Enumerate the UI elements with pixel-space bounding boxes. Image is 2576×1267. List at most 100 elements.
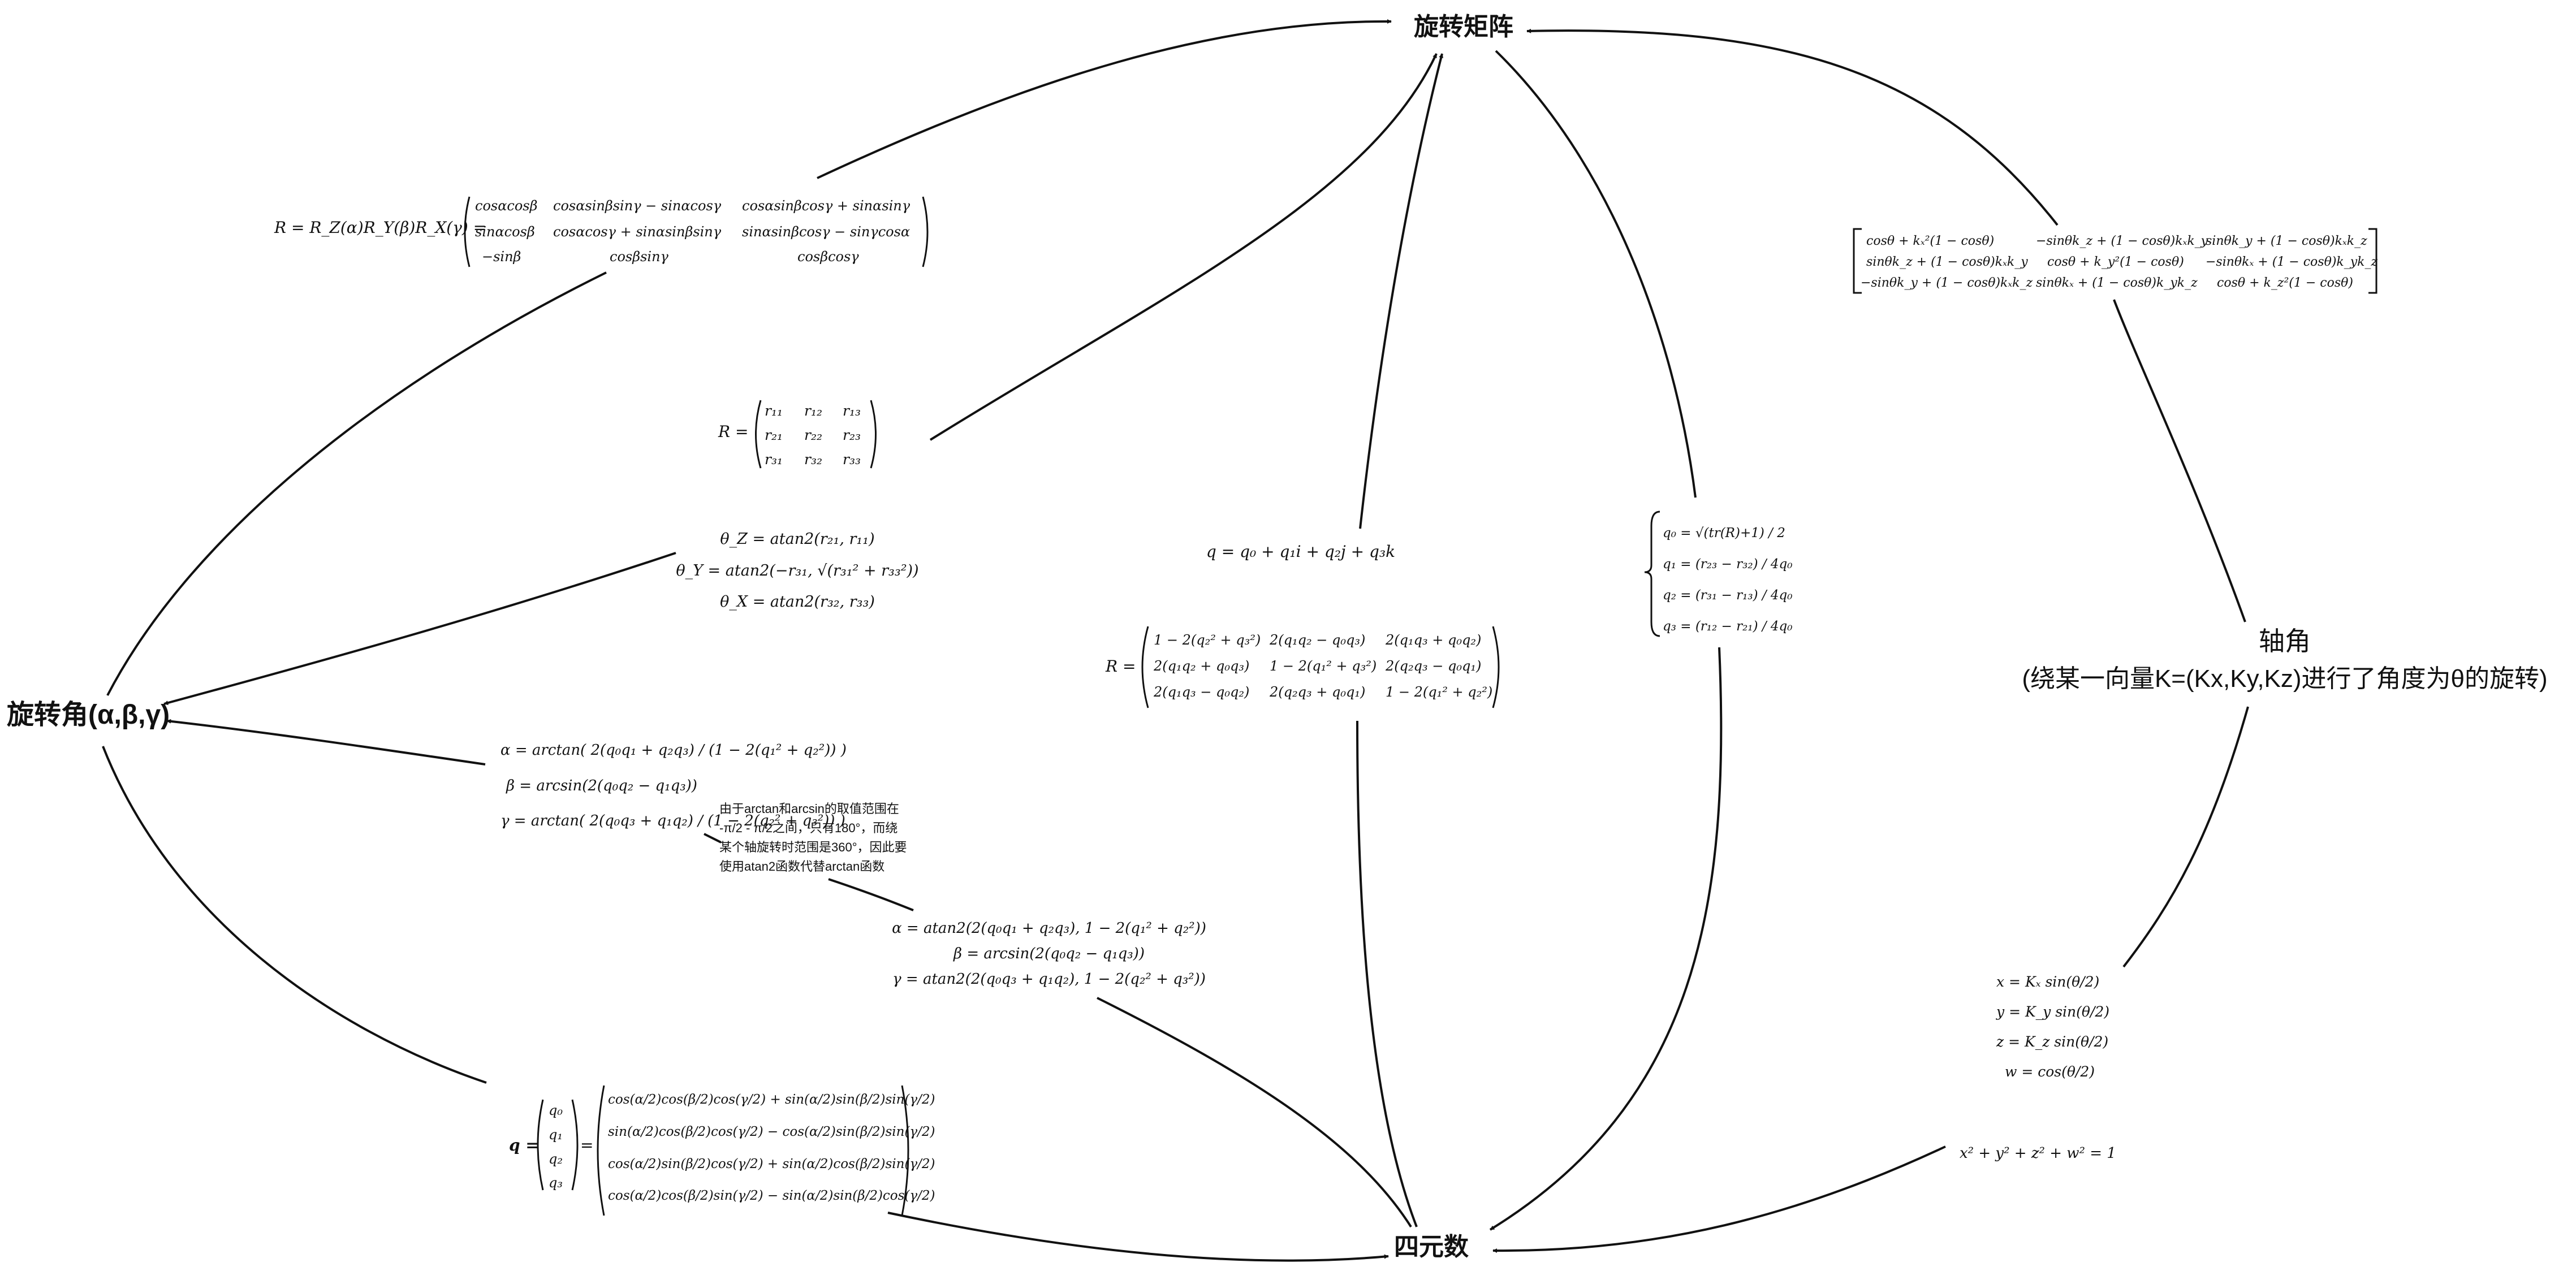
right-paren — [901, 1085, 909, 1216]
cell: −sinθk_y + (1 − cosθ)kₓk_z — [1861, 276, 2033, 290]
edge-arctan-to-note — [704, 833, 722, 844]
formula-euler-to-quat: q = q₀ q₁ q₂ q₃ = cos(α/2)cos(β/2)cos(γ/… — [509, 1085, 935, 1216]
right-paren — [571, 1099, 579, 1191]
equals-sign: = — [580, 1136, 593, 1154]
right-bracket — [2368, 228, 2377, 294]
cell: r₁₃ — [843, 403, 861, 419]
edge-quat-to-quatmatrix — [1356, 720, 1418, 1227]
row: cos(α/2)sin(β/2)cos(γ/2) + sin(α/2)cos(β… — [608, 1157, 935, 1171]
formula-line: β = arcsin(2(q₀q₂ − q₁q₃)) — [953, 945, 1145, 962]
formula-line: θ_X = atan2(r₃₂, r₃₃) — [720, 593, 875, 611]
edge-euler-formula-to-euler — [106, 271, 607, 696]
formula-axis-angle-to-quat: x = Kₓ sin(θ/2) y = K_y sin(θ/2) z = K_z… — [1996, 974, 2109, 1080]
edge-axis-to-axis-matrix — [2113, 299, 2246, 622]
note-atan2-explanation: 由于arctan和arcsin的取值范围在 -π/2 - π/2之间，只有180… — [719, 802, 907, 874]
formula-line: z = K_z sin(θ/2) — [1996, 1034, 2108, 1050]
vec-entry: q₁ — [549, 1127, 563, 1143]
formula-line: γ = atan2(2(q₀q₃ + q₁q₂), 1 − 2(q₂² + q₃… — [892, 971, 1206, 988]
right-paren — [1492, 626, 1500, 708]
edge-unit-constraint-to-quat — [1492, 1145, 1946, 1253]
cell: 2(q₂q₃ + q₀q₁) — [1269, 684, 1365, 700]
cell: 1 − 2(q₂² + q₃²) — [1154, 632, 1261, 648]
formula-line: q₁ = (r₂₃ − r₃₂) / 4q₀ — [1663, 557, 1793, 572]
cell: r₂₃ — [843, 427, 861, 443]
edge-matrix-quat-formula-to-quat — [1489, 647, 1723, 1231]
cell: sinθk_z + (1 − cosθ)kₓk_y — [1866, 255, 2028, 269]
edge-euler-to-quat-formula — [102, 746, 487, 1084]
formula-line: q₂ = (r₃₁ − r₁₃) / 4q₀ — [1663, 588, 1793, 603]
edge-axis-to-axis-quat — [2122, 706, 2249, 968]
note-line: 使用atan2函数代替arctan函数 — [719, 859, 884, 874]
formula-line: α = atan2(2(q₀q₁ + q₂q₃), 1 − 2(q₁² + q₂… — [892, 920, 1206, 937]
node-axis-angle-title: 轴角 — [2259, 626, 2311, 656]
formula-unit-constraint: x² + y² + z² + w² = 1 — [1960, 1145, 2116, 1162]
cell: r₃₁ — [765, 451, 783, 468]
note-line: 由于arctan和arcsin的取值范围在 — [719, 802, 899, 816]
edge-atan2-to-quat — [1097, 997, 1412, 1228]
cell: cosαsinβcosγ + sinαsinγ — [742, 198, 911, 214]
cell: −sinθkₓ + (1 − cosθ)k_yk_z — [2206, 255, 2378, 269]
left-bracket — [1853, 228, 1862, 294]
cell: −sinβ — [482, 249, 521, 265]
note-line: 某个轴旋转时范围是360°，因此要 — [719, 840, 907, 854]
formula-quat-to-euler-atan2: α = atan2(2(q₀q₁ + q₂q₃), 1 − 2(q₁² + q₂… — [892, 920, 1206, 988]
formula-lhs: R = R_Z(α)R_Y(β)R_X(γ) = — [274, 218, 486, 237]
edge-generic-matrix-to-matrix — [929, 53, 1438, 441]
left-paren — [755, 400, 762, 469]
formula-generic-matrix: R = r₁₁ r₁₂ r₁₃ r₂₁ r₂₂ r₂₃ r₃₁ r₃₂ r₃₃ — [718, 400, 877, 469]
node-rotation-matrix: 旋转矩阵 — [1414, 13, 1513, 41]
edge-matrix-euler-formula-to-euler — [163, 552, 676, 705]
cell: 2(q₁q₃ + q₀q₂) — [1385, 632, 1481, 648]
cell: 2(q₂q₃ − q₀q₁) — [1385, 658, 1481, 674]
formula-line: w = cos(θ/2) — [2005, 1063, 2095, 1080]
cell: 2(q₁q₂ + q₀q₃) — [1153, 658, 1249, 674]
cell: 2(q₁q₃ − q₀q₂) — [1153, 684, 1249, 700]
left-paren — [597, 1085, 605, 1216]
cell: 1 − 2(q₁² + q₃²) — [1270, 658, 1377, 674]
vec-entry: q₀ — [549, 1102, 563, 1118]
cell: cosβsinγ — [610, 249, 669, 265]
cell: r₁₂ — [804, 403, 822, 419]
formula-lhs: R = — [1105, 657, 1136, 676]
row: sin(α/2)cos(β/2)cos(γ/2) − cos(α/2)sin(β… — [608, 1125, 935, 1139]
cell: cosθ + kₓ²(1 − cosθ) — [1866, 234, 1994, 248]
cell: 1 − 2(q₁² + q₂²) — [1386, 684, 1492, 700]
right-paren — [922, 196, 929, 267]
edge-quat-euler-formula-to-euler — [166, 719, 486, 766]
formula-line: q₀ = √(tr(R)+1) / 2 — [1663, 526, 1785, 540]
edge-matrix-down-to-quat-formula — [1495, 50, 1697, 498]
left-paren — [1141, 626, 1149, 708]
node-axis-angle-desc: (绕某一向量K=(Kx,Ky,Kz)进行了角度为θ的旋转) — [2022, 665, 2547, 693]
cell: cosαcosγ + sinαsinβsinγ — [553, 224, 722, 240]
cell: cosαsinβsinγ − sinαcosγ — [553, 198, 722, 214]
left-paren — [537, 1099, 544, 1191]
right-paren — [870, 400, 877, 469]
left-brace — [1644, 511, 1660, 637]
cell: sinθkₓ + (1 − cosθ)k_yk_z — [2036, 276, 2198, 290]
vec-entry: q₂ — [549, 1151, 563, 1167]
formula-matrix-to-euler: θ_Z = atan2(r₂₁, r₁₁) θ_Y = atan2(−r₃₁, … — [676, 530, 918, 611]
formula-quat-to-euler-arctan: α = arctan( 2(q₀q₁ + q₂q₃) / (1 − 2(q₁² … — [500, 742, 847, 829]
formula-line: q₃ = (r₁₂ − r₂₁) / 4q₀ — [1663, 619, 1793, 634]
edge-note-to-atan2 — [828, 878, 914, 911]
formula-lhs: q = — [509, 1136, 539, 1154]
note-line: -π/2 - π/2之间，只有180°，而绕 — [719, 821, 897, 835]
formula-line: β = arcsin(2(q₀q₂ − q₁q₃)) — [506, 777, 697, 794]
cell: r₁₁ — [765, 403, 783, 419]
formula-line: θ_Z = atan2(r₂₁, r₁₁) — [720, 530, 874, 548]
row: cos(α/2)cos(β/2)sin(γ/2) − sin(α/2)sin(β… — [608, 1188, 935, 1203]
formula-matrix-to-quat: q₀ = √(tr(R)+1) / 2 q₁ = (r₂₃ − r₃₂) / 4… — [1644, 511, 1793, 637]
formula-euler-to-matrix: R = R_Z(α)R_Y(β)R_X(γ) = cosαcosβ cosαsi… — [274, 196, 929, 267]
formula-line: α = arctan( 2(q₀q₁ + q₂q₃) / (1 − 2(q₁² … — [500, 742, 847, 759]
edge-quat-def-to-matrix — [1359, 53, 1444, 529]
cell: cosβcosγ — [797, 249, 859, 265]
edge-axis-matrix-to-matrix — [1526, 28, 2059, 226]
node-quaternion: 四元数 — [1394, 1233, 1469, 1261]
formula-line: θ_Y = atan2(−r₃₁, √(r₃₁² + r₃₃²)) — [676, 562, 918, 580]
cell: sinαcosβ — [475, 224, 535, 240]
cell: −sinθk_z + (1 − cosθ)kₓk_y — [2036, 234, 2208, 248]
vec-entry: q₃ — [549, 1175, 563, 1191]
formula-line: x = Kₓ sin(θ/2) — [1996, 974, 2099, 990]
formula-quat-to-matrix: R = 1 − 2(q₂² + q₃²) 2(q₁q₂ − q₀q₃) 2(q₁… — [1105, 626, 1500, 708]
